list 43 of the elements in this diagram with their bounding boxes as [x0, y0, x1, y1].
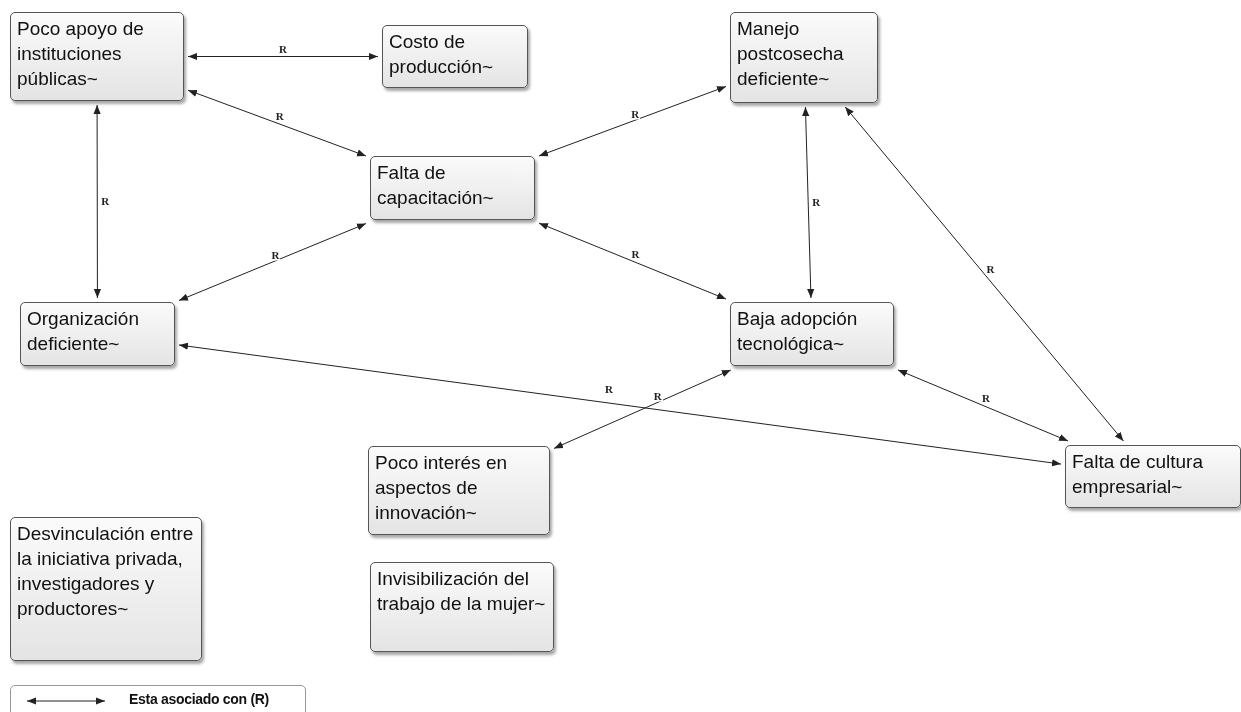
factor-box	[10, 12, 184, 101]
factor-box	[382, 25, 528, 88]
double-arrow	[553, 369, 732, 449]
edge-label: R	[278, 43, 288, 54]
factor-label: Desvinculación entre la iniciativa privada, investigadores y productores~	[17, 522, 195, 621]
factor-box	[730, 302, 894, 366]
factor-label: Falta de cultura empresarial~	[1072, 450, 1204, 499]
edge-label: R	[981, 392, 992, 404]
double-arrow	[187, 89, 367, 157]
double-arrow	[897, 369, 1069, 442]
factor-label: Poco interés en aspectos de innovación~	[375, 451, 509, 525]
factor-label: Poco apoyo de instituciones públicas~	[17, 17, 145, 91]
edge-label: R	[270, 249, 281, 261]
factor-label: Baja adopción tecnológica~	[737, 307, 859, 356]
edge-label: R	[630, 108, 641, 120]
factor-label: Manejo postcosecha deficiente~	[737, 17, 845, 91]
factor-label: Invisibilización del trabajo de la mujer~	[377, 567, 547, 616]
factor-label: Organización deficiente~	[27, 307, 140, 356]
edge-label: R	[630, 248, 641, 260]
double-arrow	[178, 223, 367, 301]
double-arrow	[538, 222, 727, 300]
double-arrow	[93, 104, 101, 299]
factor-label: Costo de producción~	[389, 30, 495, 79]
factor-box	[20, 302, 175, 366]
factor-box	[368, 446, 550, 535]
factor-box	[10, 517, 202, 661]
factor-box	[730, 12, 878, 103]
factor-box	[370, 562, 554, 652]
edge-label: R	[652, 390, 663, 402]
edge-label: R	[811, 196, 822, 208]
edge-label: R	[604, 383, 615, 395]
legend-label: Esta asociado con (R)	[129, 691, 269, 707]
edge-label: R	[985, 263, 996, 275]
double-arrow	[187, 52, 379, 61]
double-arrow	[802, 106, 815, 299]
factor-box	[370, 156, 535, 220]
edge-label: R	[100, 196, 111, 207]
double-arrow	[538, 85, 727, 157]
factor-box	[1065, 445, 1241, 508]
double-arrow	[178, 342, 1062, 467]
double-arrow	[844, 106, 1124, 442]
edge-label: R	[274, 110, 285, 122]
factor-label: Falta de capacitación~	[377, 161, 495, 210]
